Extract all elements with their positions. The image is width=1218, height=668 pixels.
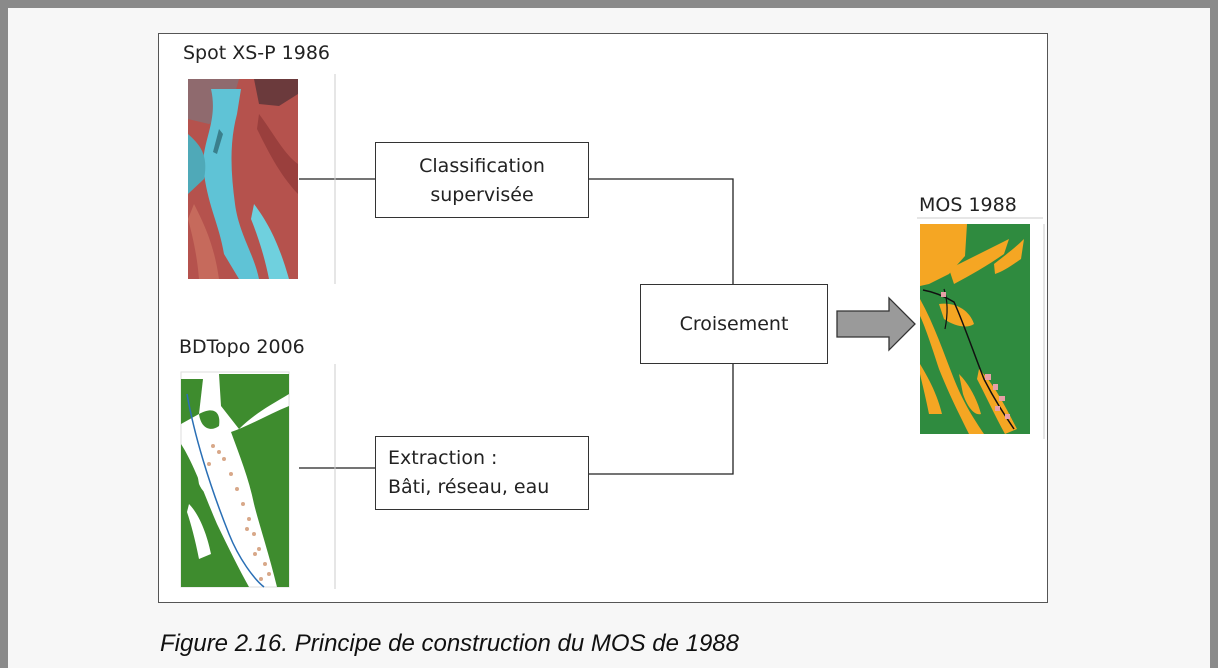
- croisement-box: Croisement: [640, 284, 828, 364]
- bdtopo-title: BDTopo 2006: [179, 336, 305, 358]
- classification-label-line2: supervisée: [430, 184, 534, 206]
- classification-box: Classification supervisée: [375, 142, 589, 218]
- classification-to-croisement-line: [589, 178, 734, 284]
- mos-land-use-map: [920, 224, 1045, 439]
- extraction-box: Extraction : Bâti, réseau, eau: [375, 436, 589, 510]
- connector-lines: [299, 74, 1043, 589]
- output-arrow: [836, 296, 916, 352]
- extraction-label-line1: Extraction :: [388, 447, 498, 469]
- extraction-to-croisement-line: [589, 364, 734, 475]
- figure-frame: Spot XS-P 1986 BDTopo 2006: [158, 33, 1048, 603]
- bdtopo-map-image: [180, 371, 290, 588]
- spot-title: Spot XS-P 1986: [183, 42, 331, 64]
- mos-title: MOS 1988: [919, 194, 1017, 216]
- extraction-label-line2: Bâti, réseau, eau: [388, 476, 550, 498]
- document-page: Spot XS-P 1986 BDTopo 2006: [8, 8, 1210, 668]
- croisement-label: Croisement: [679, 313, 789, 335]
- figure-caption: Figure 2.16. Principe de construction du…: [160, 630, 739, 657]
- classification-label-line1: Classification: [419, 155, 545, 177]
- spot-satellite-image: [188, 79, 298, 279]
